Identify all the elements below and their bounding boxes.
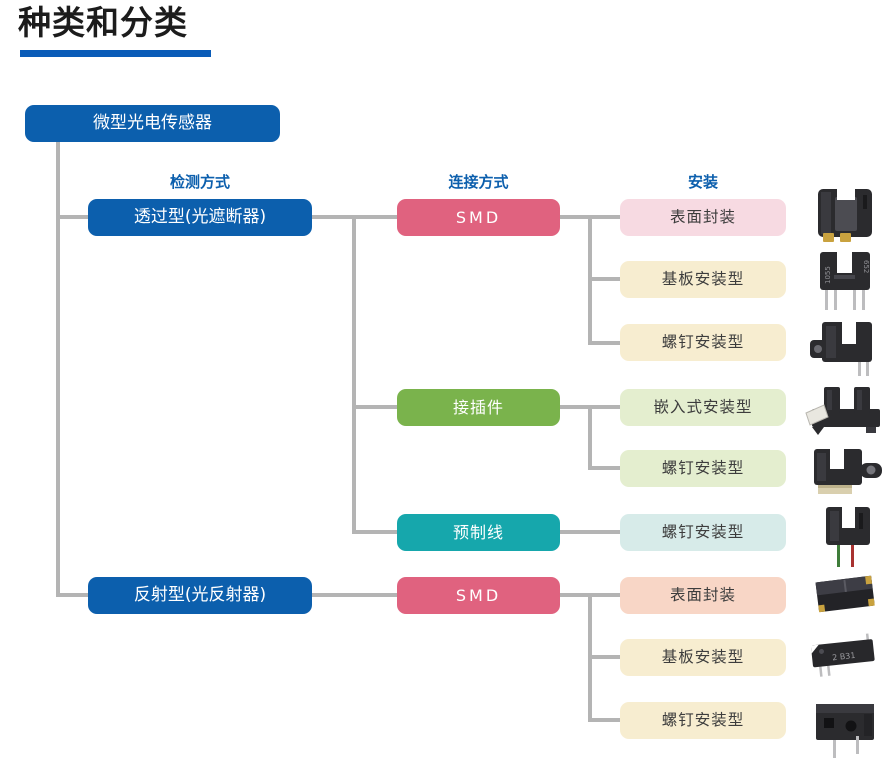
connector-line: [588, 655, 624, 659]
product-image-slot-sensor-surface-mount: [804, 185, 886, 247]
connector-trunk-root: [56, 141, 60, 597]
product-marking: 2 B31: [832, 651, 856, 662]
product-image-slot-sensor-screw-connector: [804, 445, 886, 502]
connector-line: [560, 405, 624, 409]
product-image-slot-sensor-prewired: [804, 505, 886, 567]
node-screw-mount-3: 螺钉安装型: [620, 514, 786, 551]
connector-line: [588, 718, 624, 722]
product-image-slot-sensor-screw-mount: [804, 316, 886, 378]
slot-sensor-connector-illustration: [805, 387, 880, 435]
node-surface-mount-1: 表面封装: [620, 199, 786, 236]
node-reflective-type: 反射型(光反射器): [88, 577, 312, 614]
column-header-detection-method: 检测方式: [169, 173, 230, 191]
product-marking: 652: [862, 260, 870, 273]
connector-line: [588, 341, 624, 345]
slot-sensor-pins-illustration: 1055 652: [820, 252, 870, 310]
reflective-bar-illustration: 2 B31: [810, 633, 875, 677]
slot-sensor-smd-illustration: [818, 189, 872, 242]
connector-line: [588, 466, 624, 470]
connector-line: [312, 593, 400, 597]
node-screw-mount-1: 螺钉安装型: [620, 324, 786, 361]
connector-trunk-through-beam: [352, 215, 356, 534]
node-surface-mount-2: 表面封装: [620, 577, 786, 614]
node-screw-mount-2: 螺钉安装型: [620, 450, 786, 487]
reflective-box-illustration: [816, 704, 874, 758]
column-header-mounting: 安装: [687, 173, 718, 191]
node-connector: 接插件: [397, 389, 560, 426]
node-root-micro-photoelectric-sensor: 微型光电传感器: [25, 105, 280, 142]
reflective-smd-illustration: [815, 575, 875, 613]
node-snap-in-mount: 嵌入式安装型: [620, 389, 786, 426]
slot-sensor-screw-illustration: [810, 322, 872, 376]
connector-line: [56, 593, 92, 597]
connector-line: [352, 530, 400, 534]
page-title: 种类和分类: [18, 3, 188, 42]
connector-line: [560, 530, 624, 534]
node-through-beam-type: 透过型(光遮断器): [88, 199, 312, 236]
connector-line: [312, 215, 400, 219]
connector-line: [56, 215, 92, 219]
node-screw-mount-4: 螺钉安装型: [620, 702, 786, 739]
slot-sensor-ear-illustration: [814, 449, 882, 494]
connector-line: [560, 215, 624, 219]
node-board-mount-2: 基板安装型: [620, 639, 786, 676]
node-smd-1: SMD: [397, 199, 560, 236]
title-underline: [20, 50, 211, 57]
slot-sensor-wires-illustration: [826, 507, 870, 567]
node-smd-2: SMD: [397, 577, 560, 614]
product-marking: 1055: [824, 266, 832, 284]
product-image-slot-sensor-board-mount: 1055 652: [804, 250, 886, 312]
column-header-connection-method: 连接方式: [448, 173, 509, 191]
connector-line: [588, 277, 624, 281]
product-image-slot-sensor-snap-in-connector: [804, 383, 886, 441]
connector-trunk-connector: [588, 405, 592, 470]
connector-line: [560, 593, 624, 597]
product-image-reflective-sensor-screw-mount: [804, 694, 886, 760]
node-board-mount-1: 基板安装型: [620, 261, 786, 298]
product-image-reflective-sensor-surface-mount: [804, 571, 886, 615]
product-image-reflective-sensor-board-mount: 2 B31: [804, 632, 886, 678]
connector-line: [352, 405, 400, 409]
node-prewired: 预制线: [397, 514, 560, 551]
